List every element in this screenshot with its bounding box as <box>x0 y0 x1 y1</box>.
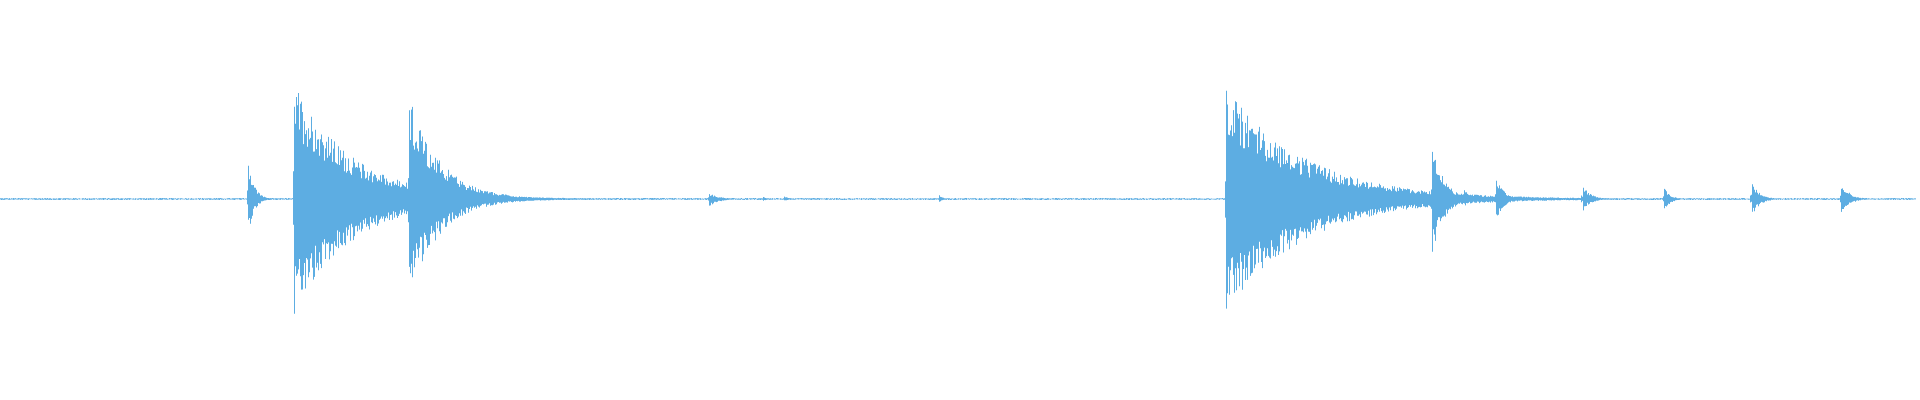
waveform-samples <box>0 90 1916 314</box>
waveform-trace <box>0 90 1916 314</box>
